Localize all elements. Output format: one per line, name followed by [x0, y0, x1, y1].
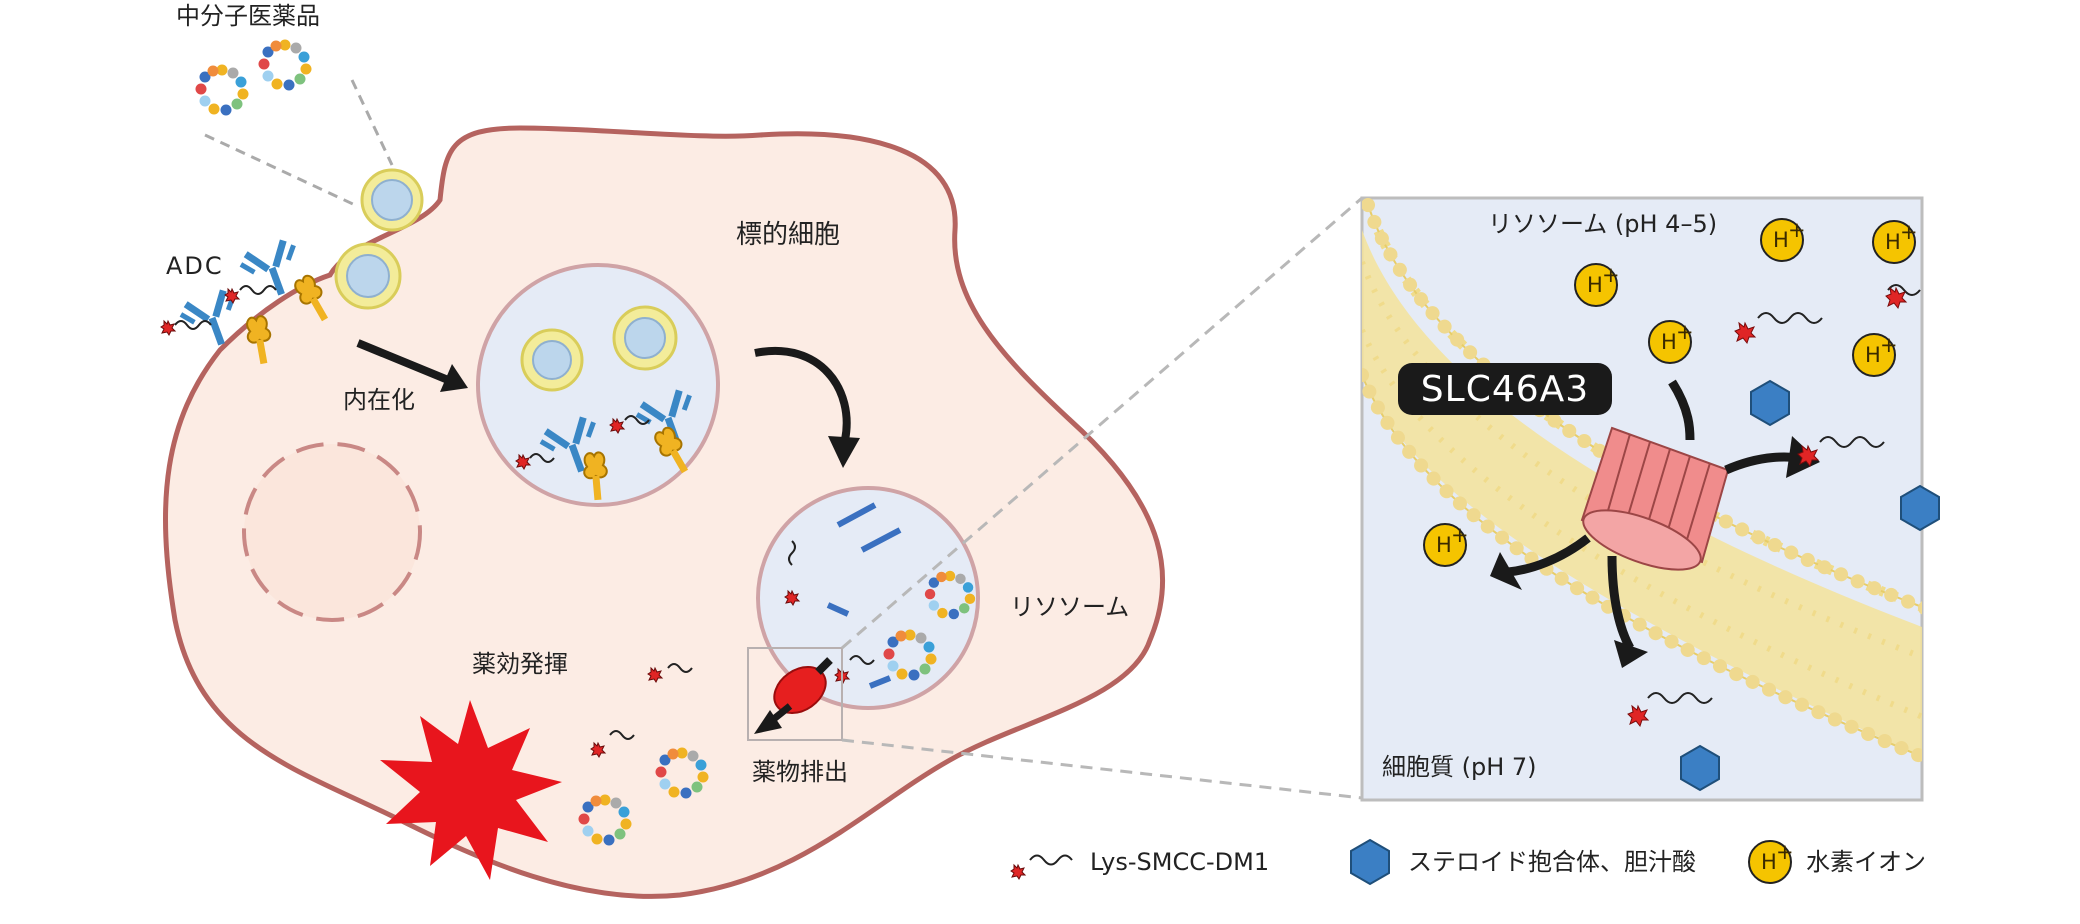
proton-icon: H+: [1852, 333, 1898, 377]
svg-text:H: H: [1773, 228, 1789, 252]
callout-line: [204, 133, 356, 207]
svg-text:+: +: [1880, 333, 1898, 357]
transporter-icon: [773, 666, 827, 714]
lysosome-ph-label: リソソーム (pH 4–5): [1488, 210, 1718, 238]
svg-text:+: +: [1900, 220, 1918, 244]
lys-smcc-dm1-icon: [160, 320, 176, 336]
target-cell-membrane: [163, 125, 1166, 899]
lys-smcc-dm1-icon: [1010, 864, 1026, 880]
hexagon-icon: [1680, 745, 1720, 791]
proton-icon: H+: [1574, 263, 1620, 307]
drug-efficacy-label: 薬効発揮: [472, 650, 568, 678]
svg-text:H: H: [1885, 230, 1901, 254]
drug-efflux-label: 薬物排出: [752, 758, 848, 786]
cytoplasm-ph-label: 細胞質 (pH 7): [1382, 753, 1537, 781]
lysosomal-membrane: [1362, 230, 1922, 757]
proton-icon: H+: [1423, 523, 1469, 567]
proton-icon: H+: [1872, 220, 1918, 264]
legend-label-hexagon: ステロイド抱合体、胆汁酸: [1408, 848, 1696, 876]
svg-text:+: +: [1451, 523, 1469, 547]
slc46a3-transporter: [1580, 426, 1730, 571]
legend-label-dm1: Lys-SMCC-DM1: [1090, 848, 1270, 876]
svg-text:+: +: [1788, 218, 1806, 242]
svg-text:H: H: [1865, 343, 1881, 367]
legend-label-proton: 水素イオン: [1806, 848, 1926, 876]
zoom-line: [841, 196, 1363, 650]
slc46a3-label: SLC46A3: [1398, 363, 1612, 415]
lysosome-label: リソソーム: [1010, 593, 1130, 621]
hexagon-icon: [1750, 380, 1790, 426]
macrocycle-icon: [195, 64, 249, 116]
svg-text:H: H: [1761, 850, 1777, 874]
proton-icon: H+: [1748, 840, 1794, 884]
transporter-zoom-box: [747, 647, 843, 741]
lys-smcc-dm1-icon: [224, 288, 240, 304]
trafficking-arrow: [754, 347, 851, 441]
callout-line: [350, 79, 394, 166]
hexagon-icon: [1350, 839, 1390, 885]
target-cell-label: 標的細胞: [736, 220, 841, 250]
zoom-line: [841, 738, 1363, 800]
internalization-arrow: [356, 339, 450, 384]
nucleus: [242, 442, 422, 622]
svg-text:H: H: [1587, 273, 1603, 297]
proton-icon: H+: [1760, 218, 1806, 262]
svg-text:+: +: [1602, 263, 1620, 287]
efficacy-burst-icon: [380, 700, 562, 880]
proton-icon: H+: [1648, 320, 1694, 364]
lysosome: [756, 486, 980, 710]
proton-influx-arrow: [1668, 379, 1695, 441]
svg-text:H: H: [1436, 533, 1452, 557]
svg-text:H: H: [1661, 330, 1677, 354]
macrocycle-icon: [258, 39, 312, 91]
internalization-label: 内在化: [343, 386, 415, 414]
mid-molecule-drugs-label: 中分子医薬品: [176, 2, 320, 30]
hexagon-icon: [1900, 485, 1940, 531]
svg-text:+: +: [1676, 320, 1694, 344]
adc-label: ADC: [166, 252, 224, 280]
svg-text:+: +: [1776, 840, 1794, 864]
